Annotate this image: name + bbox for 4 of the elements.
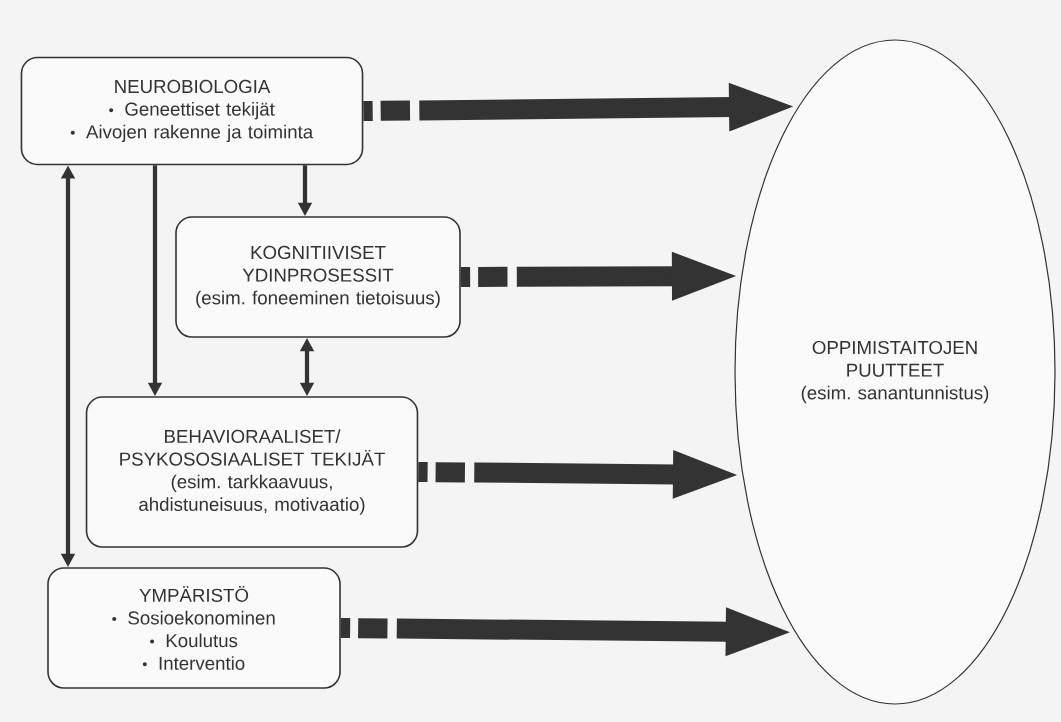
factor-box: YMPÄRISTÖ Sosioekonominen Koulutus Interventio (47, 567, 341, 689)
factor-box: NEUROBIOLOGIA Geneettiset tekijät Aivojen rakenne ja toiminta (20, 56, 364, 166)
factor-box: KOGNITIIVISET YDINPROSESSIT (esim. foneeminen tietoisuus) (175, 216, 461, 338)
factor-box: BEHAVIORAALISET/ PSYKOSOSIAALISET TEKIJÄT (esim. tarkkaavuus, ahdistuneisuus, motivaatio) (85, 396, 419, 548)
